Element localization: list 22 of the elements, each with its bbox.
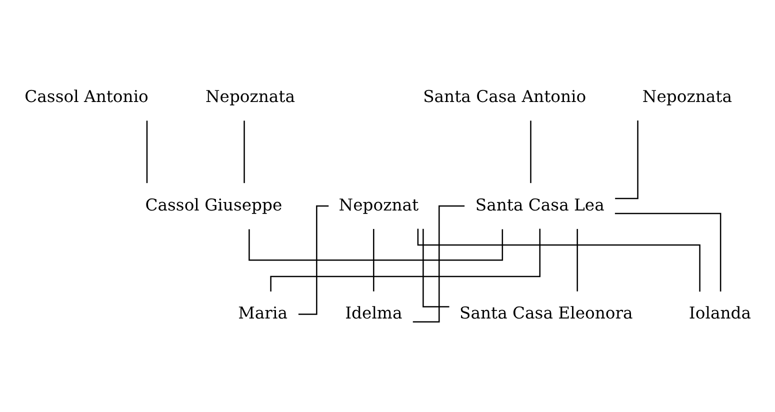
connector [244, 120, 245, 184]
node-text: Nepoznat [338, 195, 419, 214]
connector [373, 228, 374, 292]
node-text: Idelma [345, 304, 402, 323]
node-text: Iolanda [688, 304, 751, 323]
connector [615, 120, 638, 200]
connector [146, 120, 148, 184]
node-text: Maria [238, 304, 288, 323]
node-text: Cassol Giuseppe [145, 195, 282, 214]
node-text: Santa Casa Lea [475, 195, 604, 214]
connector [614, 212, 722, 292]
connector [576, 228, 578, 292]
node-text: Santa Casa Antonio [423, 86, 586, 106]
connector [422, 228, 450, 308]
connector [412, 205, 465, 322]
node-text: Cassol Antonio [24, 86, 148, 106]
connector [248, 229, 504, 261]
node-text: Santa Casa Eleonora [460, 304, 633, 323]
node-text: Nepoznata [642, 86, 732, 106]
connector [530, 120, 532, 184]
connector [417, 228, 700, 292]
node-text: Nepoznata [205, 86, 296, 106]
